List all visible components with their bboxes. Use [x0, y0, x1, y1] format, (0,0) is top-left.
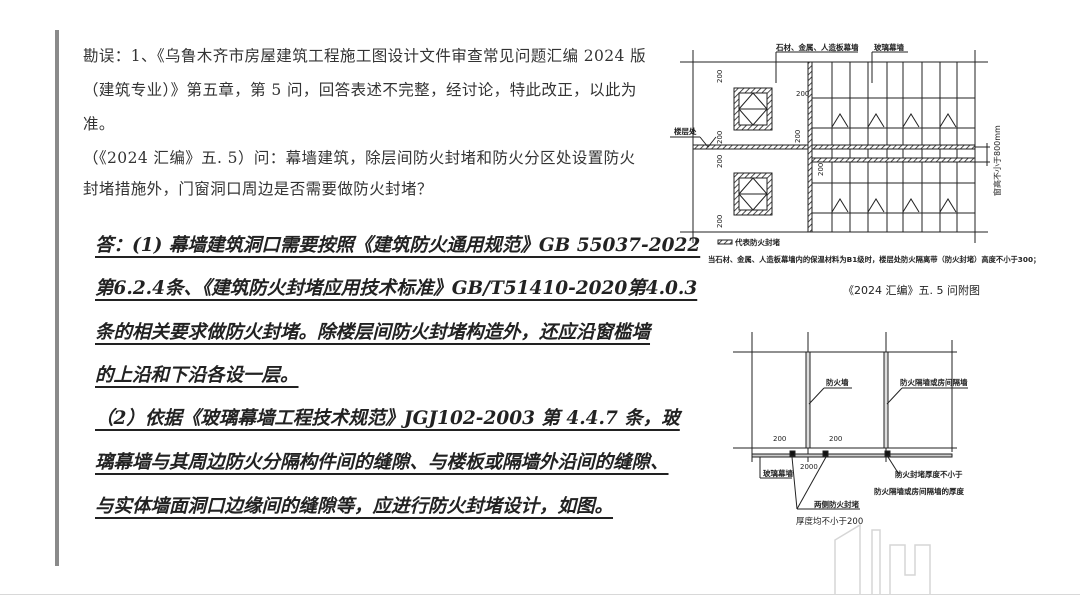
vent-window-mark — [939, 198, 957, 213]
answer-line: 的上沿和下沿各设一层。 — [95, 365, 299, 386]
dim-200: 200 — [716, 131, 724, 144]
figure-caption: 《2024 汇编》五. 5 问附图 — [843, 283, 980, 297]
answer-line: 与实体墙面洞口边缘间的缝隙等，应进行防火封堵设计，如图。 — [95, 496, 614, 517]
dim-2000: 2000 — [800, 463, 818, 471]
dim-200: 200 — [794, 130, 802, 143]
vent-window-mark — [831, 113, 849, 128]
vent-window-mark — [867, 198, 885, 213]
dim-200: 200 — [817, 163, 825, 176]
question-line: （建筑专业）》第五章，第 5 问，回答表述不完整，经讨论，特此改正，以此为 — [83, 81, 637, 99]
question-line: 封堵措施外，门窗洞口周边是否需要做防火封堵？ — [83, 180, 433, 198]
answer-line: （2）依据《玻璃幕墙工程技术规范》JGJ102-2003 第 4.4.7 条，玻 — [95, 408, 680, 429]
label-glass-curtain-wall: 玻璃幕墙 — [874, 42, 904, 52]
label-partition-wall: 防火隔墙或房间隔墙 — [900, 377, 968, 387]
question-line: 勘误：1、《乌鲁木齐市房屋建筑工程施工图设计文件审查常见问题汇编 2024 版 — [83, 47, 647, 65]
dim-200: 200 — [716, 215, 724, 228]
dim-200: 200 — [716, 155, 724, 168]
vent-window-mark — [939, 113, 957, 128]
legend-fire-seal: 代表防火封堵 — [734, 237, 780, 247]
answer-line: 第6.2.4条、《建筑防火封堵应用技术标准》GB/T51410-2020第4.0… — [95, 278, 698, 299]
dim-200: 200 — [796, 90, 809, 98]
question-line: 准。 — [83, 115, 115, 133]
answer-line: 答：(1) 幕墙建筑洞口需要按照《建筑防火通用规范》GB 55037-2022 — [95, 235, 701, 256]
elevation-drawing — [670, 50, 990, 245]
dim-200: 200 — [773, 435, 786, 443]
answer-line: 璃幕墙与其周边防火分隔构件间的缝隙、与楼板或隔墙外沿间的缝隙、 — [95, 452, 669, 473]
label-fire-wall: 防火墙 — [826, 377, 849, 387]
vent-window-mark — [902, 198, 920, 213]
watermark-logo-icon — [834, 523, 931, 594]
footer-divider — [0, 594, 1080, 595]
label-stone-metal-curtain-wall: 石材、金属、人造板幕墙 — [775, 42, 859, 52]
plan-drawing — [733, 332, 968, 510]
note-seal-thickness: 防火隔墙或房间隔墙的厚度 — [874, 486, 964, 496]
vent-window-mark — [902, 113, 920, 128]
note-seal-thickness: 防火封堵厚度不小于 — [895, 469, 963, 479]
dim-200: 200 — [829, 435, 842, 443]
note-both-sides-seal: 两侧防火封堵 — [814, 499, 859, 509]
dim-window-height: 窗高不小于800mm — [992, 125, 1002, 196]
label-glass-curtain-wall: 玻璃幕墙 — [763, 468, 793, 478]
dim-200: 200 — [716, 70, 724, 83]
figure-note: 当石材、金属、人造板幕墙内的保温材料为B1级时，楼层处防火隔离带（防火封堵）高度… — [708, 255, 1040, 265]
vent-window-mark — [867, 113, 885, 128]
vent-window-mark — [831, 198, 849, 213]
note-both-sides-seal: 厚度均不小于200 — [796, 516, 863, 527]
slide-accent-bar — [55, 30, 59, 566]
answer-line: 条的相关要求做防火封堵。除楼层间防火封堵构造外，还应沿窗槛墙 — [95, 322, 651, 343]
question-line: （《2024 汇编》五. 5）问：幕墙建筑，除层间防火封堵和防火分区处设置防火 — [83, 149, 636, 167]
label-floor: 楼层处 — [674, 126, 697, 136]
